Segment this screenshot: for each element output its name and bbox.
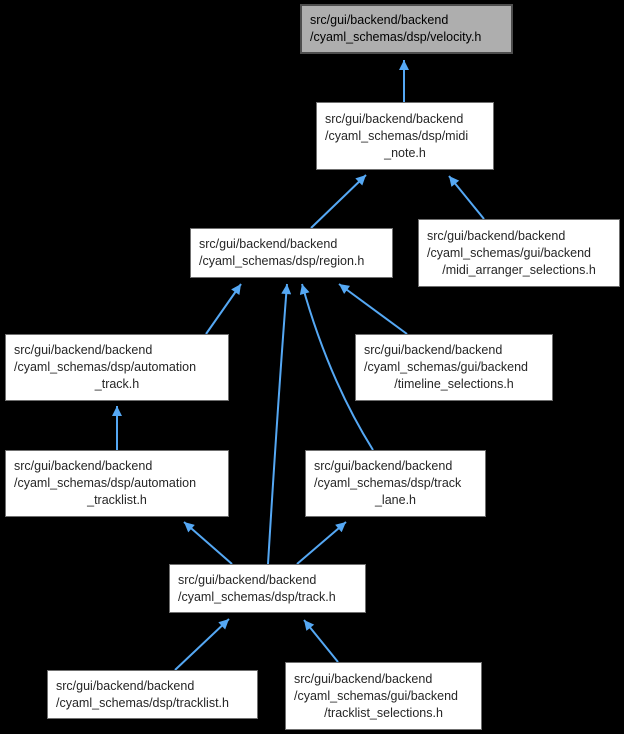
node-automation-track-label-line: /cyaml_schemas/dsp/automation	[14, 360, 197, 374]
node-automation-track-label-line: src/gui/backend/backend	[14, 343, 153, 357]
node-midi-note-label-line: _note.h	[384, 145, 426, 160]
node-region[interactable]: src/gui/backend/backend/cyaml_schemas/ds…	[190, 228, 393, 278]
node-timeline-selections-label-line: src/gui/backend/backend	[364, 343, 503, 357]
edge-region-to-midi-note	[310, 174, 367, 229]
node-automation-track[interactable]: src/gui/backend/backend/cyaml_schemas/ds…	[5, 334, 229, 401]
node-tracklist-selections[interactable]: src/gui/backend/backend/cyaml_schemas/gu…	[285, 662, 482, 730]
node-automation-tracklist-label-line: _tracklist.h	[87, 493, 147, 507]
node-midi-note-label-line: /cyaml_schemas/dsp/midi	[325, 128, 469, 143]
node-velocity[interactable]: src/gui/backend/backend/cyaml_schemas/ds…	[300, 4, 513, 54]
node-midi-arranger-selections[interactable]: src/gui/backend/backend/cyaml_schemas/gu…	[418, 219, 620, 287]
edge-automation-track-to-region	[205, 283, 242, 335]
node-tracklist-label-line: src/gui/backend/backend	[56, 678, 195, 693]
node-automation-tracklist-label-line: src/gui/backend/backend	[14, 459, 153, 473]
node-midi-arranger-selections-label-line: src/gui/backend/backend	[427, 228, 566, 243]
edge-tracklist-to-track	[174, 618, 230, 671]
edge-track-to-region	[267, 283, 292, 565]
node-track-lane-label-line: src/gui/backend/backend	[314, 459, 453, 473]
edge-midi-arranger-selections-to-midi-note	[448, 175, 485, 220]
node-midi-note[interactable]: src/gui/backend/backend/cyaml_schemas/ds…	[316, 102, 494, 170]
node-tracklist-selections-label-line: /tracklist_selections.h	[324, 705, 443, 720]
node-midi-arranger-selections-label-line: /midi_arranger_selections.h	[442, 262, 596, 277]
node-track[interactable]: src/gui/backend/backend/cyaml_schemas/ds…	[169, 564, 366, 613]
node-track-label-line: src/gui/backend/backend	[178, 572, 317, 587]
node-velocity-label-line: src/gui/backend/backend	[310, 13, 449, 27]
node-timeline-selections[interactable]: src/gui/backend/backend/cyaml_schemas/gu…	[355, 334, 553, 401]
node-track-lane-label-line: /cyaml_schemas/dsp/track	[314, 476, 462, 490]
node-velocity-label-line: /cyaml_schemas/dsp/velocity.h	[310, 30, 482, 44]
edge-timeline-selections-to-region	[338, 283, 408, 335]
node-track-lane-label-line: _lane.h	[374, 493, 416, 507]
node-region-label-line: src/gui/backend/backend	[199, 237, 338, 251]
edge-track-lane-to-region	[299, 283, 374, 451]
node-midi-note-label-line: src/gui/backend/backend	[325, 111, 464, 126]
edge-track-to-automation-tracklist	[183, 521, 233, 565]
node-automation-track-label-line: _track.h	[94, 377, 140, 391]
node-tracklist-selections-label-line: /cyaml_schemas/gui/backend	[294, 688, 458, 703]
node-timeline-selections-label-line: /cyaml_schemas/gui/backend	[364, 360, 528, 374]
node-tracklist-label-line: /cyaml_schemas/dsp/tracklist.h	[56, 695, 229, 710]
node-automation-tracklist[interactable]: src/gui/backend/backend/cyaml_schemas/ds…	[5, 450, 229, 517]
node-track-lane[interactable]: src/gui/backend/backend/cyaml_schemas/ds…	[305, 450, 486, 517]
node-timeline-selections-label-line: /timeline_selections.h	[394, 377, 514, 391]
node-region-label-line: /cyaml_schemas/dsp/region.h	[199, 254, 365, 268]
node-tracklist[interactable]: src/gui/backend/backend/cyaml_schemas/ds…	[47, 670, 258, 719]
node-automation-tracklist-label-line: /cyaml_schemas/dsp/automation	[14, 476, 197, 490]
node-track-label-line: /cyaml_schemas/dsp/track.h	[178, 589, 336, 604]
node-midi-arranger-selections-label-line: /cyaml_schemas/gui/backend	[427, 245, 591, 260]
edge-track-to-track-lane	[296, 521, 347, 565]
node-tracklist-selections-label-line: src/gui/backend/backend	[294, 671, 433, 686]
edge-tracklist-selections-to-track	[303, 619, 339, 663]
